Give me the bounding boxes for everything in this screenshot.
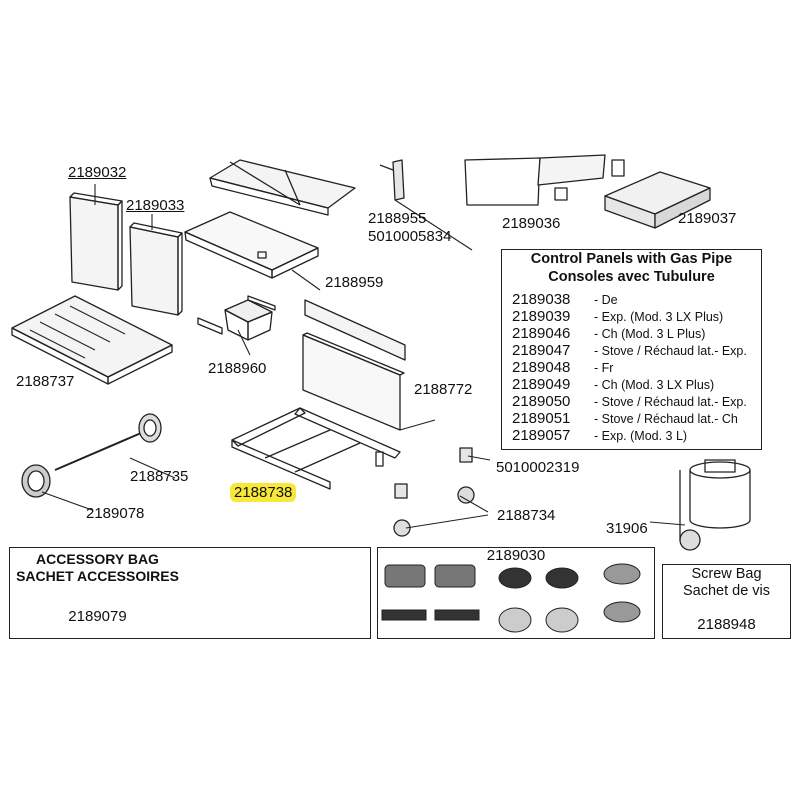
feet-kit-box: 2189030	[377, 547, 655, 639]
accessory-bag-title-fr: SACHET ACCESSOIRES	[16, 568, 179, 584]
control-panel-desc: - Stove / Réchaud lat.- Exp.	[594, 395, 747, 409]
control-panel-row: 2189057 - Exp. (Mod. 3 L)	[512, 427, 687, 445]
part-label-2189032: 2189032	[68, 164, 127, 181]
control-panel-code: 2189050	[512, 393, 571, 410]
control-panel-row: 2189038 - De	[512, 291, 618, 309]
control-panel-code: 2189046	[512, 325, 571, 342]
control-panel-2189036-drawing	[464, 154, 625, 206]
burner-box-2188960-drawing	[197, 295, 276, 341]
screw-bag-title-en: Screw Bag	[691, 566, 762, 582]
control-panel-code: 2189051	[512, 410, 571, 427]
part-label-2188772: 2188772	[414, 381, 473, 398]
control-panel-desc: - Ch (Mod. 3 LX Plus)	[594, 378, 715, 392]
control-panel-desc: - Stove / Réchaud lat.- Exp.	[594, 344, 747, 358]
control-panel-row: 2189048 - Fr	[512, 359, 613, 377]
control-panel-code: 2189057	[512, 427, 571, 444]
axle-2188735-drawing	[54, 413, 162, 471]
part-label-2189033: 2189033	[126, 197, 185, 214]
control-panel-code: 2189049	[512, 376, 571, 393]
feet-kit-parts-drawing	[381, 563, 641, 633]
bottom-shelf-2188959-drawing	[184, 211, 319, 279]
part-label-5010002319: 5010002319	[496, 459, 580, 476]
leg-post-2188955-drawing	[379, 159, 405, 201]
control-panels-title-en: Control Panels with Gas Pipe	[530, 251, 733, 267]
control-panel-code: 2189048	[512, 359, 571, 376]
screw-bag-box: Screw Bag Sachet de vis 2188948	[662, 564, 791, 639]
screw-bag-code: 2188948	[697, 616, 756, 633]
part-label-2189036: 2189036	[502, 215, 561, 232]
feet-kit-code: 2189030	[486, 547, 546, 564]
part-label-2188737: 2188737	[16, 373, 75, 390]
control-panel-desc: - Ch (Mod. 3 L Plus)	[594, 327, 706, 341]
accessory-bag-title-en: ACCESSORY BAG	[36, 551, 159, 567]
screw-bag-title-fr: Sachet de vis	[682, 583, 771, 599]
accessory-bag-box: ACCESSORY BAG SACHET ACCESSOIRES 2189079	[9, 547, 371, 639]
accessory-bag-code: 2189079	[68, 608, 127, 625]
gas-bottle-cart-31906-drawing	[679, 459, 751, 551]
part-label-2188734: 2188734	[497, 507, 556, 524]
side-panel-2189033-drawing	[129, 222, 183, 316]
control-panel-row: 2189051 - Stove / Réchaud lat.- Ch	[512, 410, 738, 428]
part-label-31906: 31906	[606, 520, 648, 537]
part-label-5010005834: 5010005834	[368, 228, 452, 245]
part-label-2188738-highlighted: 2188738	[230, 483, 297, 502]
control-panels-title-fr: Consoles avec Tubulure	[548, 269, 715, 285]
control-panels-box: Control Panels with Gas Pipe Consoles av…	[501, 249, 762, 450]
part-label-2189037: 2189037	[678, 210, 737, 227]
drip-tray-drawing	[209, 159, 356, 216]
control-panel-desc: - De	[594, 293, 618, 307]
part-label-2189078: 2189078	[86, 505, 145, 522]
part-label-2188960: 2188960	[208, 360, 267, 377]
control-panel-row: 2189050 - Stove / Réchaud lat.- Exp.	[512, 393, 747, 411]
front-panel-2188772-drawing	[302, 299, 406, 431]
side-panel-2189032-drawing	[69, 192, 123, 291]
part-label-2188959: 2188959	[325, 274, 384, 291]
control-panel-code: 2189039	[512, 308, 571, 325]
wheel-2189078-drawing	[21, 464, 51, 498]
part-label-2188955: 2188955	[368, 210, 427, 227]
control-panel-code: 2189038	[512, 291, 571, 308]
control-panel-row: 2189047 - Stove / Réchaud lat.- Exp.	[512, 342, 747, 360]
caster-drawings	[393, 447, 475, 537]
control-panel-desc: - Exp. (Mod. 3 LX Plus)	[594, 310, 724, 324]
side-shelf-cover-2189037-drawing	[604, 171, 711, 229]
part-label-2188735: 2188735	[130, 468, 189, 485]
control-panel-row: 2189039 - Exp. (Mod. 3 LX Plus)	[512, 308, 723, 326]
control-panel-desc: - Stove / Réchaud lat.- Ch	[594, 412, 738, 426]
control-panel-row: 2189049 - Ch (Mod. 3 LX Plus)	[512, 376, 714, 394]
control-panel-row: 2189046 - Ch (Mod. 3 L Plus)	[512, 325, 705, 343]
grate-2188737-drawing	[11, 295, 173, 385]
control-panel-code: 2189047	[512, 342, 571, 359]
control-panel-desc: - Exp. (Mod. 3 L)	[594, 429, 688, 443]
base-frame-2188738-drawing	[231, 407, 401, 490]
control-panel-desc: - Fr	[594, 361, 614, 375]
